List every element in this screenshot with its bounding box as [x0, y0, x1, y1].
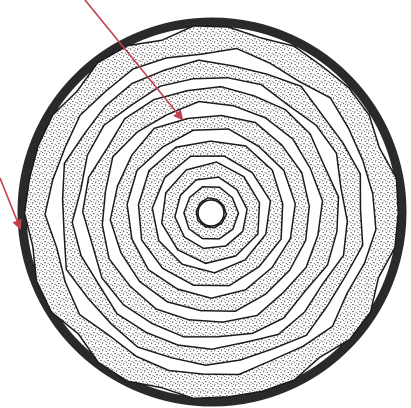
- pith-center: [198, 200, 224, 226]
- pointer-arrow-left: [0, 178, 20, 228]
